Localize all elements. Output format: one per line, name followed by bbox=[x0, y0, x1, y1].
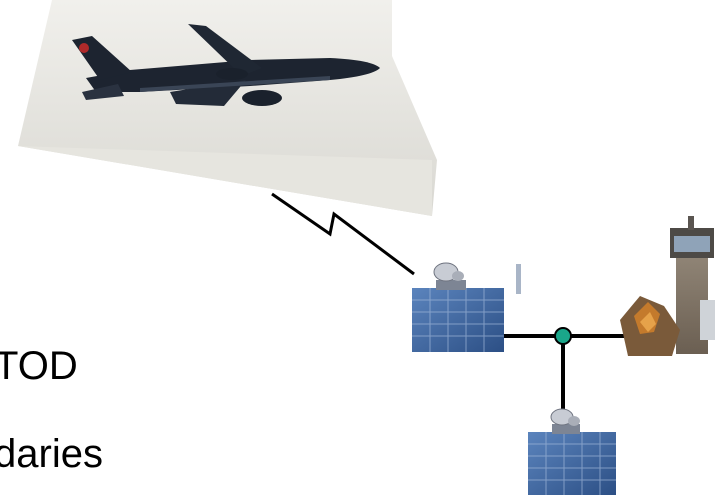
radio-link-lightning bbox=[271, 192, 415, 276]
airplane-photo bbox=[18, 0, 437, 216]
slide-text-line-2: daries bbox=[0, 432, 103, 476]
tower-fire-scene bbox=[620, 296, 680, 356]
network-hub-node bbox=[554, 327, 572, 345]
satellite-dish-icon bbox=[433, 262, 464, 282]
ground-station-building-bottom bbox=[528, 408, 616, 495]
satellite-dish-icon bbox=[550, 408, 580, 426]
control-tower-photo bbox=[620, 216, 715, 356]
connection-lines bbox=[504, 334, 628, 416]
airplane-icon bbox=[72, 24, 380, 106]
ground-station-building-left bbox=[412, 262, 521, 352]
slide-text-line-1: TOD bbox=[0, 344, 78, 388]
